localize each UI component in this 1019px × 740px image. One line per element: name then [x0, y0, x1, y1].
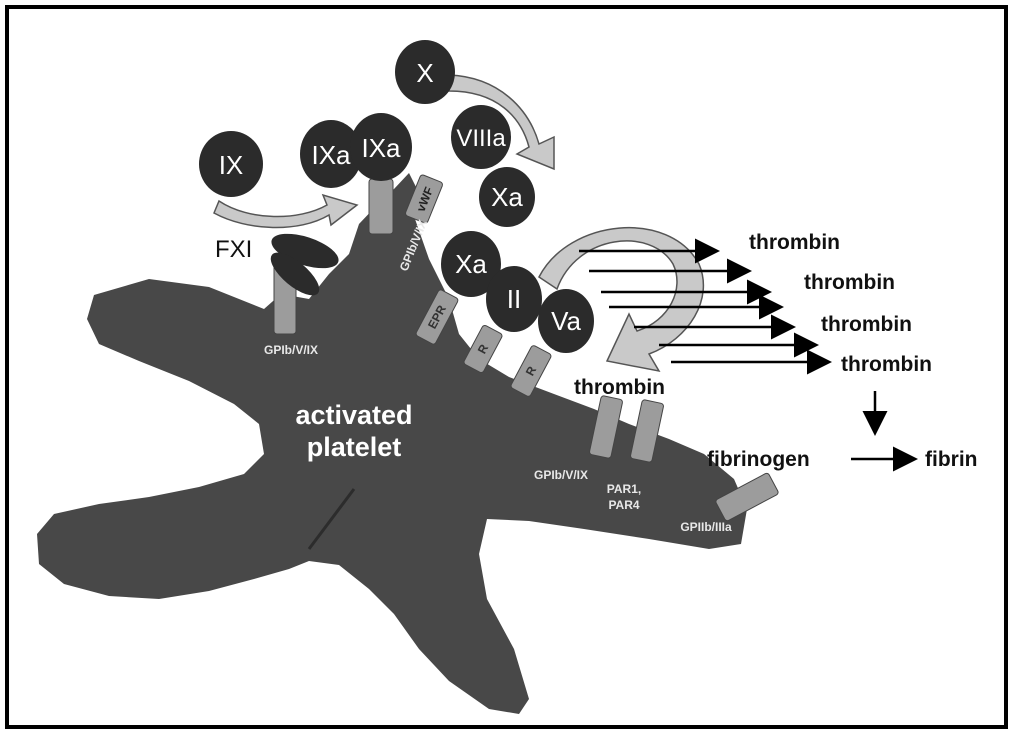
par-label-line2: PAR4: [608, 498, 639, 512]
factor-xa-free: Xa: [479, 167, 535, 227]
svg-text:IX: IX: [219, 150, 244, 180]
ix-activation-arrow: [214, 195, 357, 228]
platelet-label-line1: activated: [295, 400, 412, 430]
factor-va: Va: [538, 289, 594, 353]
par-label-line1: PAR1,: [607, 482, 641, 496]
gpiib-label: GPIIb/IIIa: [680, 520, 732, 534]
factor-x: X: [395, 40, 455, 104]
thrombin-label-2: thrombin: [804, 271, 895, 294]
factor-ix: IX: [199, 131, 263, 197]
svg-text:Va: Va: [551, 306, 581, 336]
fxi-label: FXI: [215, 236, 252, 263]
svg-text:VIIIa: VIIIa: [456, 125, 506, 152]
svg-text:X: X: [416, 58, 433, 88]
factor-ixa-2: IXa: [350, 113, 412, 181]
svg-text:II: II: [507, 284, 521, 314]
svg-text:Xa: Xa: [491, 182, 523, 212]
fibrin-label: fibrin: [925, 448, 978, 471]
thrombin-label-1: thrombin: [749, 231, 840, 254]
svg-text:IXa: IXa: [361, 133, 401, 163]
svg-text:IXa: IXa: [311, 140, 351, 170]
fibrinogen-label: fibrinogen: [707, 448, 810, 471]
thrombin-label-4: thrombin: [841, 353, 932, 376]
thrombin-label-3: thrombin: [821, 313, 912, 336]
platelet-label-line2: platelet: [307, 432, 402, 462]
platelet-coagulation-diagram: activated platelet GPIb/V/IX vWF GPIb/V/…: [9, 9, 1004, 725]
gpib-left-label: GPIb/V/IX: [264, 343, 318, 357]
thrombin-bound-label: thrombin: [574, 376, 665, 399]
factor-ii: II: [486, 266, 542, 332]
svg-text:Xa: Xa: [455, 249, 487, 279]
figure-frame: activated platelet GPIb/V/IX vWF GPIb/V/…: [5, 5, 1008, 729]
factor-viiia: VIIIa: [451, 105, 511, 169]
ixa-receptor: [369, 179, 393, 234]
gpib-bottom-label: GPIb/V/IX: [534, 468, 588, 482]
